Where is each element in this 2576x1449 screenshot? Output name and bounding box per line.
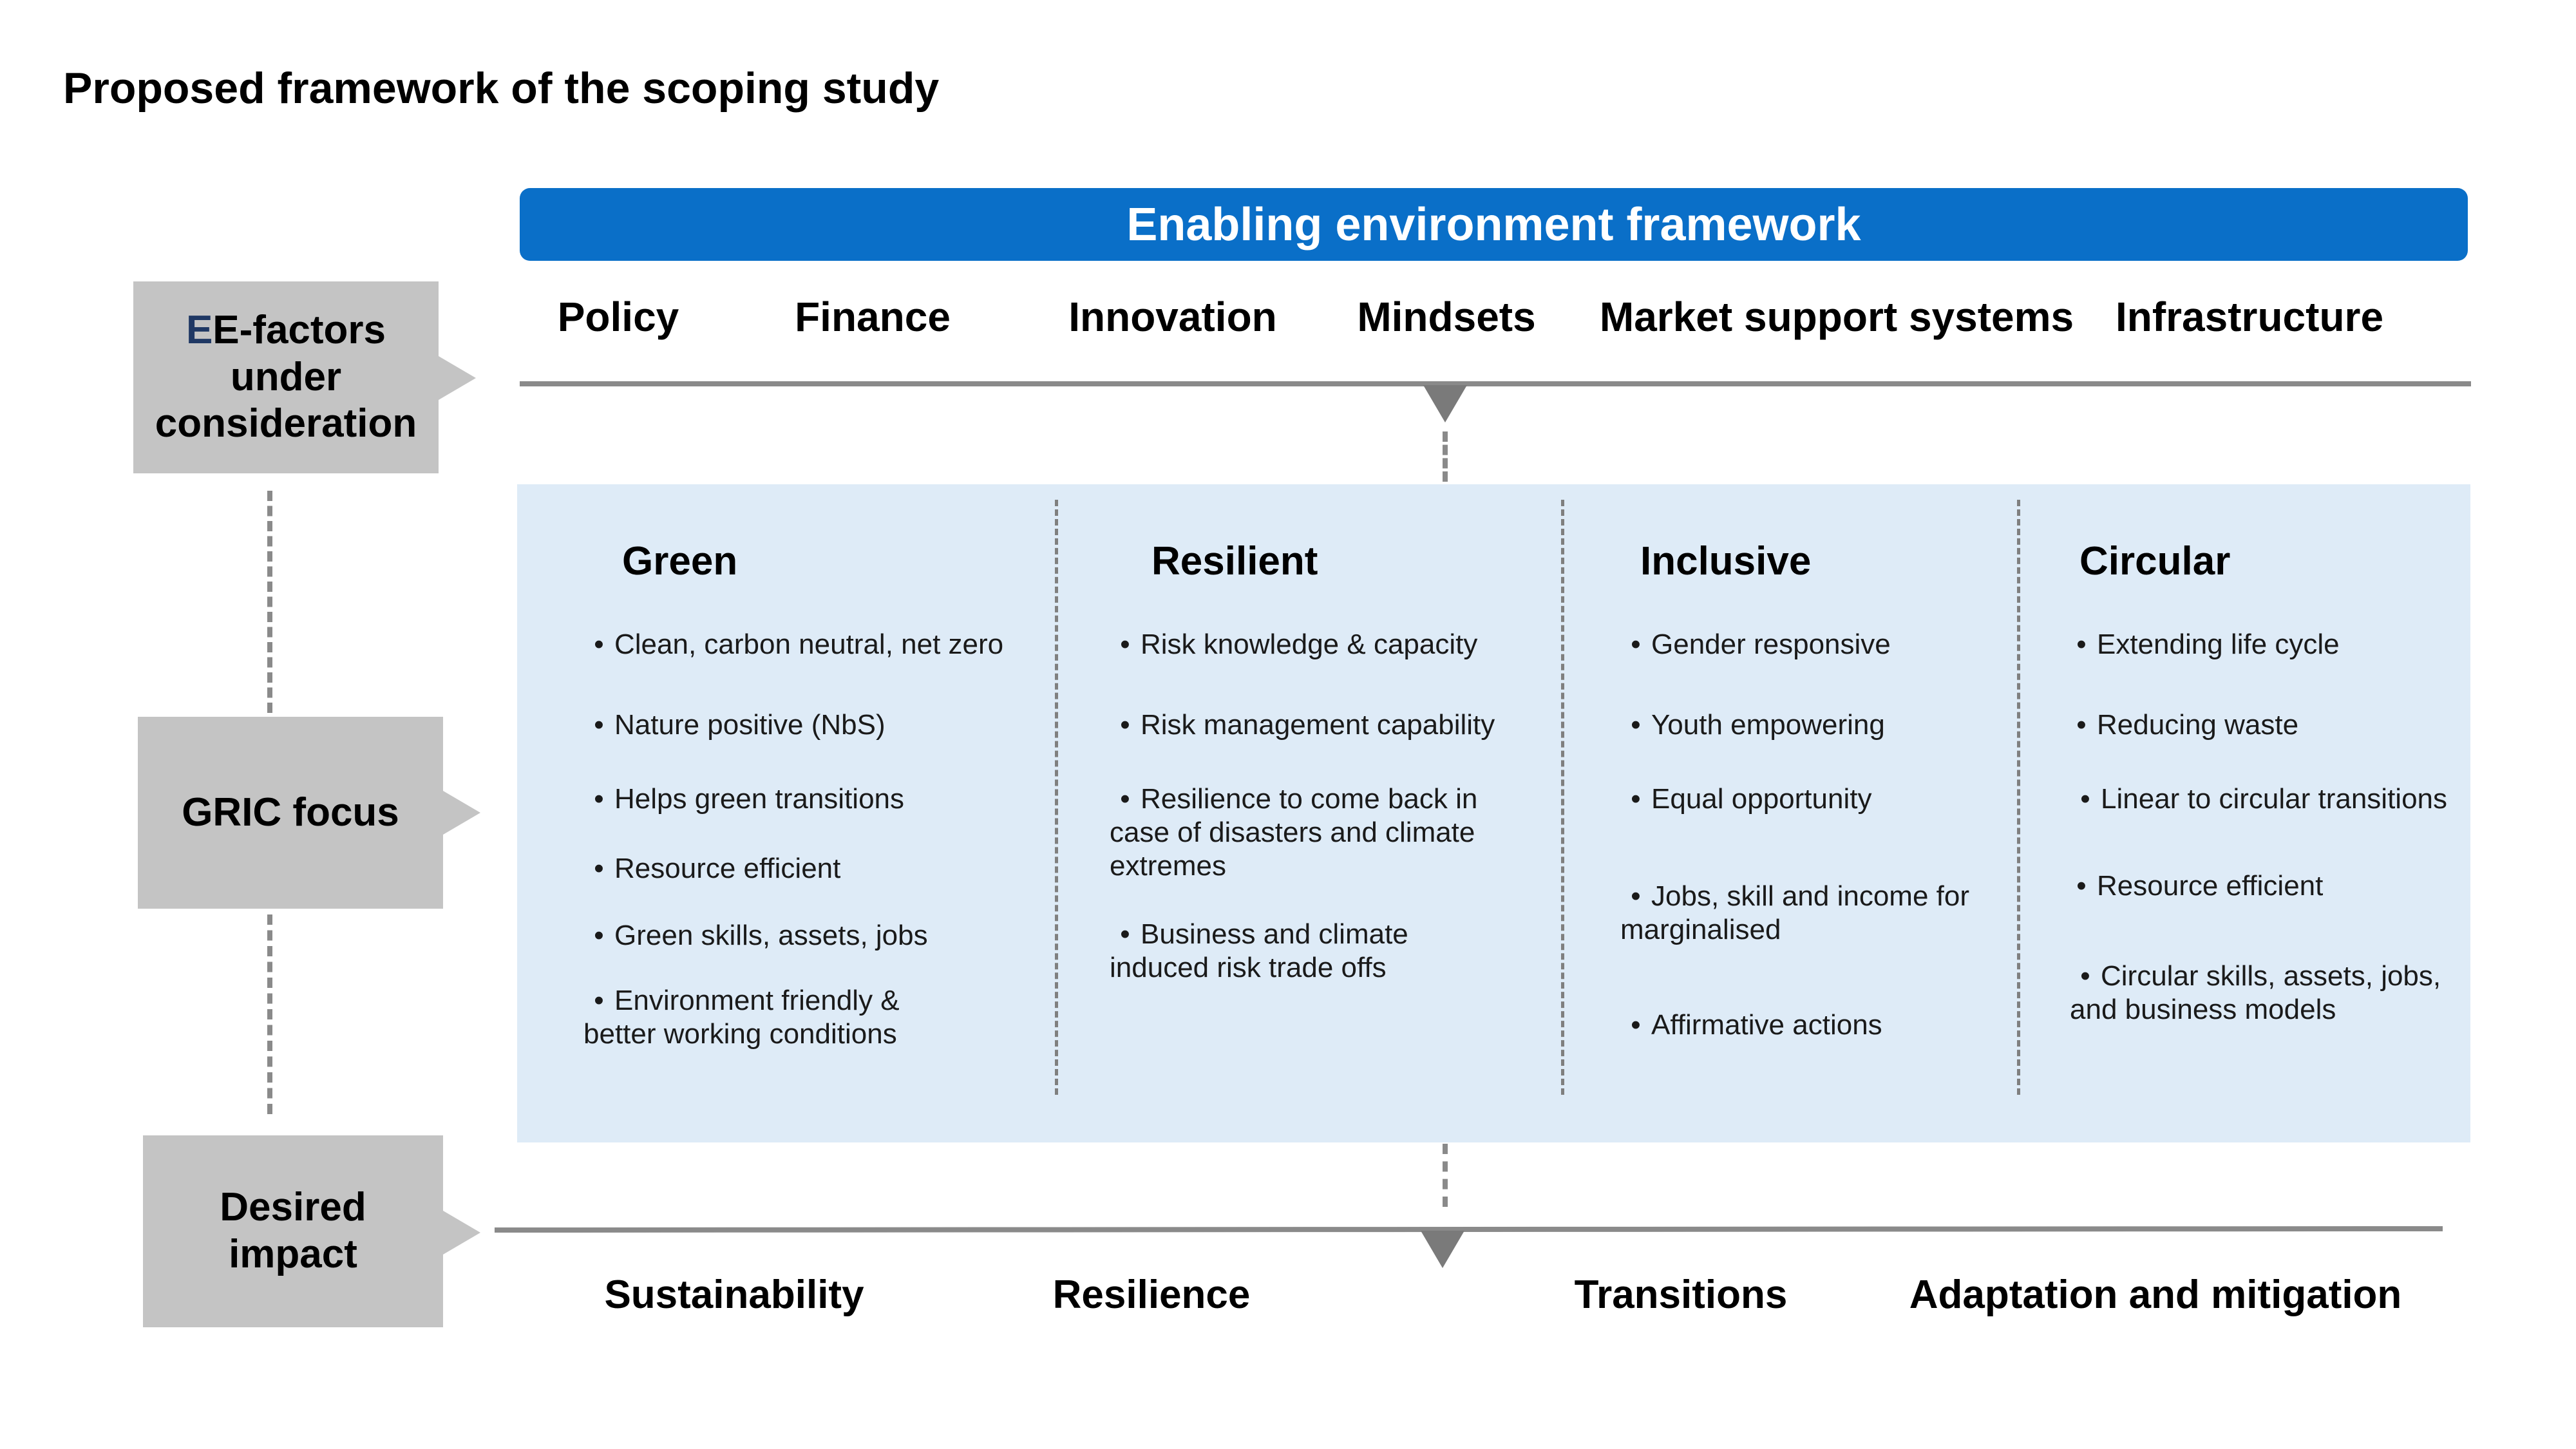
gric-focus-box: GRIC focus [138, 717, 443, 909]
list-item: •Linear to circular transitions [2080, 783, 2448, 815]
list-item: •Environment friendly & better working c… [583, 985, 900, 1050]
side-connector-lower [267, 914, 272, 1114]
list-item: •Business and climate induced risk trade… [1110, 918, 1408, 983]
framework-banner: Enabling environment framework [520, 188, 2468, 261]
column-heading-inclusive: Inclusive [1640, 539, 1812, 583]
factor-infrastructure: Infrastructure [2115, 294, 2384, 340]
ee-accent-letter: E [185, 308, 213, 353]
down-arrow-icon [1421, 1231, 1464, 1268]
list-item: •Nature positive (NbS) [594, 709, 886, 741]
list-item: •Resource efficient [594, 853, 841, 884]
factor-market-support-systems: Market support systems [1599, 294, 2074, 340]
column-divider [1561, 500, 1564, 1095]
desired-impact-line2: impact [229, 1232, 357, 1276]
impact-transitions: Transitions [1574, 1273, 1788, 1317]
list-item: •Clean, carbon neutral, net zero [594, 629, 1004, 660]
factors-baseline [520, 381, 2471, 386]
right-arrow-icon [443, 1211, 480, 1255]
column-heading-resilient: Resilient [1151, 539, 1318, 583]
list-item: •Gender responsive [1631, 629, 1891, 660]
impact-baseline [494, 1226, 2443, 1233]
factor-finance: Finance [795, 294, 951, 340]
gric-panel [517, 484, 2470, 1142]
ee-factors-line3: consideration [155, 401, 417, 446]
list-item: •Green skills, assets, jobs [594, 920, 928, 951]
column-divider [1055, 500, 1058, 1095]
list-item: •Affirmative actions [1631, 1009, 1882, 1041]
list-item: •Resource efficient [2076, 870, 2324, 902]
list-item: •Equal opportunity [1631, 783, 1872, 815]
desired-impact-line1: Desired [220, 1185, 366, 1230]
factor-mindsets: Mindsets [1357, 294, 1536, 340]
connector-top [1443, 431, 1448, 482]
gric-focus-label: GRIC focus [182, 790, 399, 835]
side-connector-upper [267, 491, 272, 713]
list-item: •Risk management capability [1120, 709, 1495, 741]
column-divider [2017, 500, 2020, 1095]
list-item: •Extending life cycle [2076, 629, 2340, 660]
list-item: •Circular skills, assets, jobs, and busi… [2070, 960, 2441, 1025]
list-item: •Risk knowledge & capacity [1120, 629, 1478, 660]
column-heading-circular: Circular [2079, 539, 2231, 583]
ee-factors-line2: under [230, 354, 342, 399]
column-heading-green: Green [622, 539, 738, 583]
ee-factors-box: EE-factors under consideration [133, 281, 439, 473]
factor-policy: Policy [557, 294, 679, 340]
factor-innovation: Innovation [1068, 294, 1277, 340]
impact-resilience: Resilience [1052, 1273, 1251, 1317]
ee-factors-label: E-factors [213, 308, 386, 353]
connector-bottom [1443, 1144, 1448, 1207]
list-item: •Resilience to come back in case of disa… [1110, 783, 1478, 882]
page-title: Proposed framework of the scoping study [63, 64, 940, 113]
impact-sustainability: Sustainability [604, 1273, 864, 1317]
list-item: •Reducing waste [2076, 709, 2299, 741]
desired-impact-box: Desired impact [143, 1135, 443, 1327]
list-item: •Jobs, skill and income for marginalised [1620, 880, 1969, 945]
impact-adaptation-and-mitigation: Adaptation and mitigation [1909, 1273, 2402, 1317]
list-item: •Youth empowering [1631, 709, 1885, 741]
right-arrow-icon [439, 356, 476, 400]
right-arrow-icon [443, 791, 480, 835]
list-item: •Helps green transitions [594, 783, 905, 815]
down-arrow-icon [1423, 385, 1467, 422]
